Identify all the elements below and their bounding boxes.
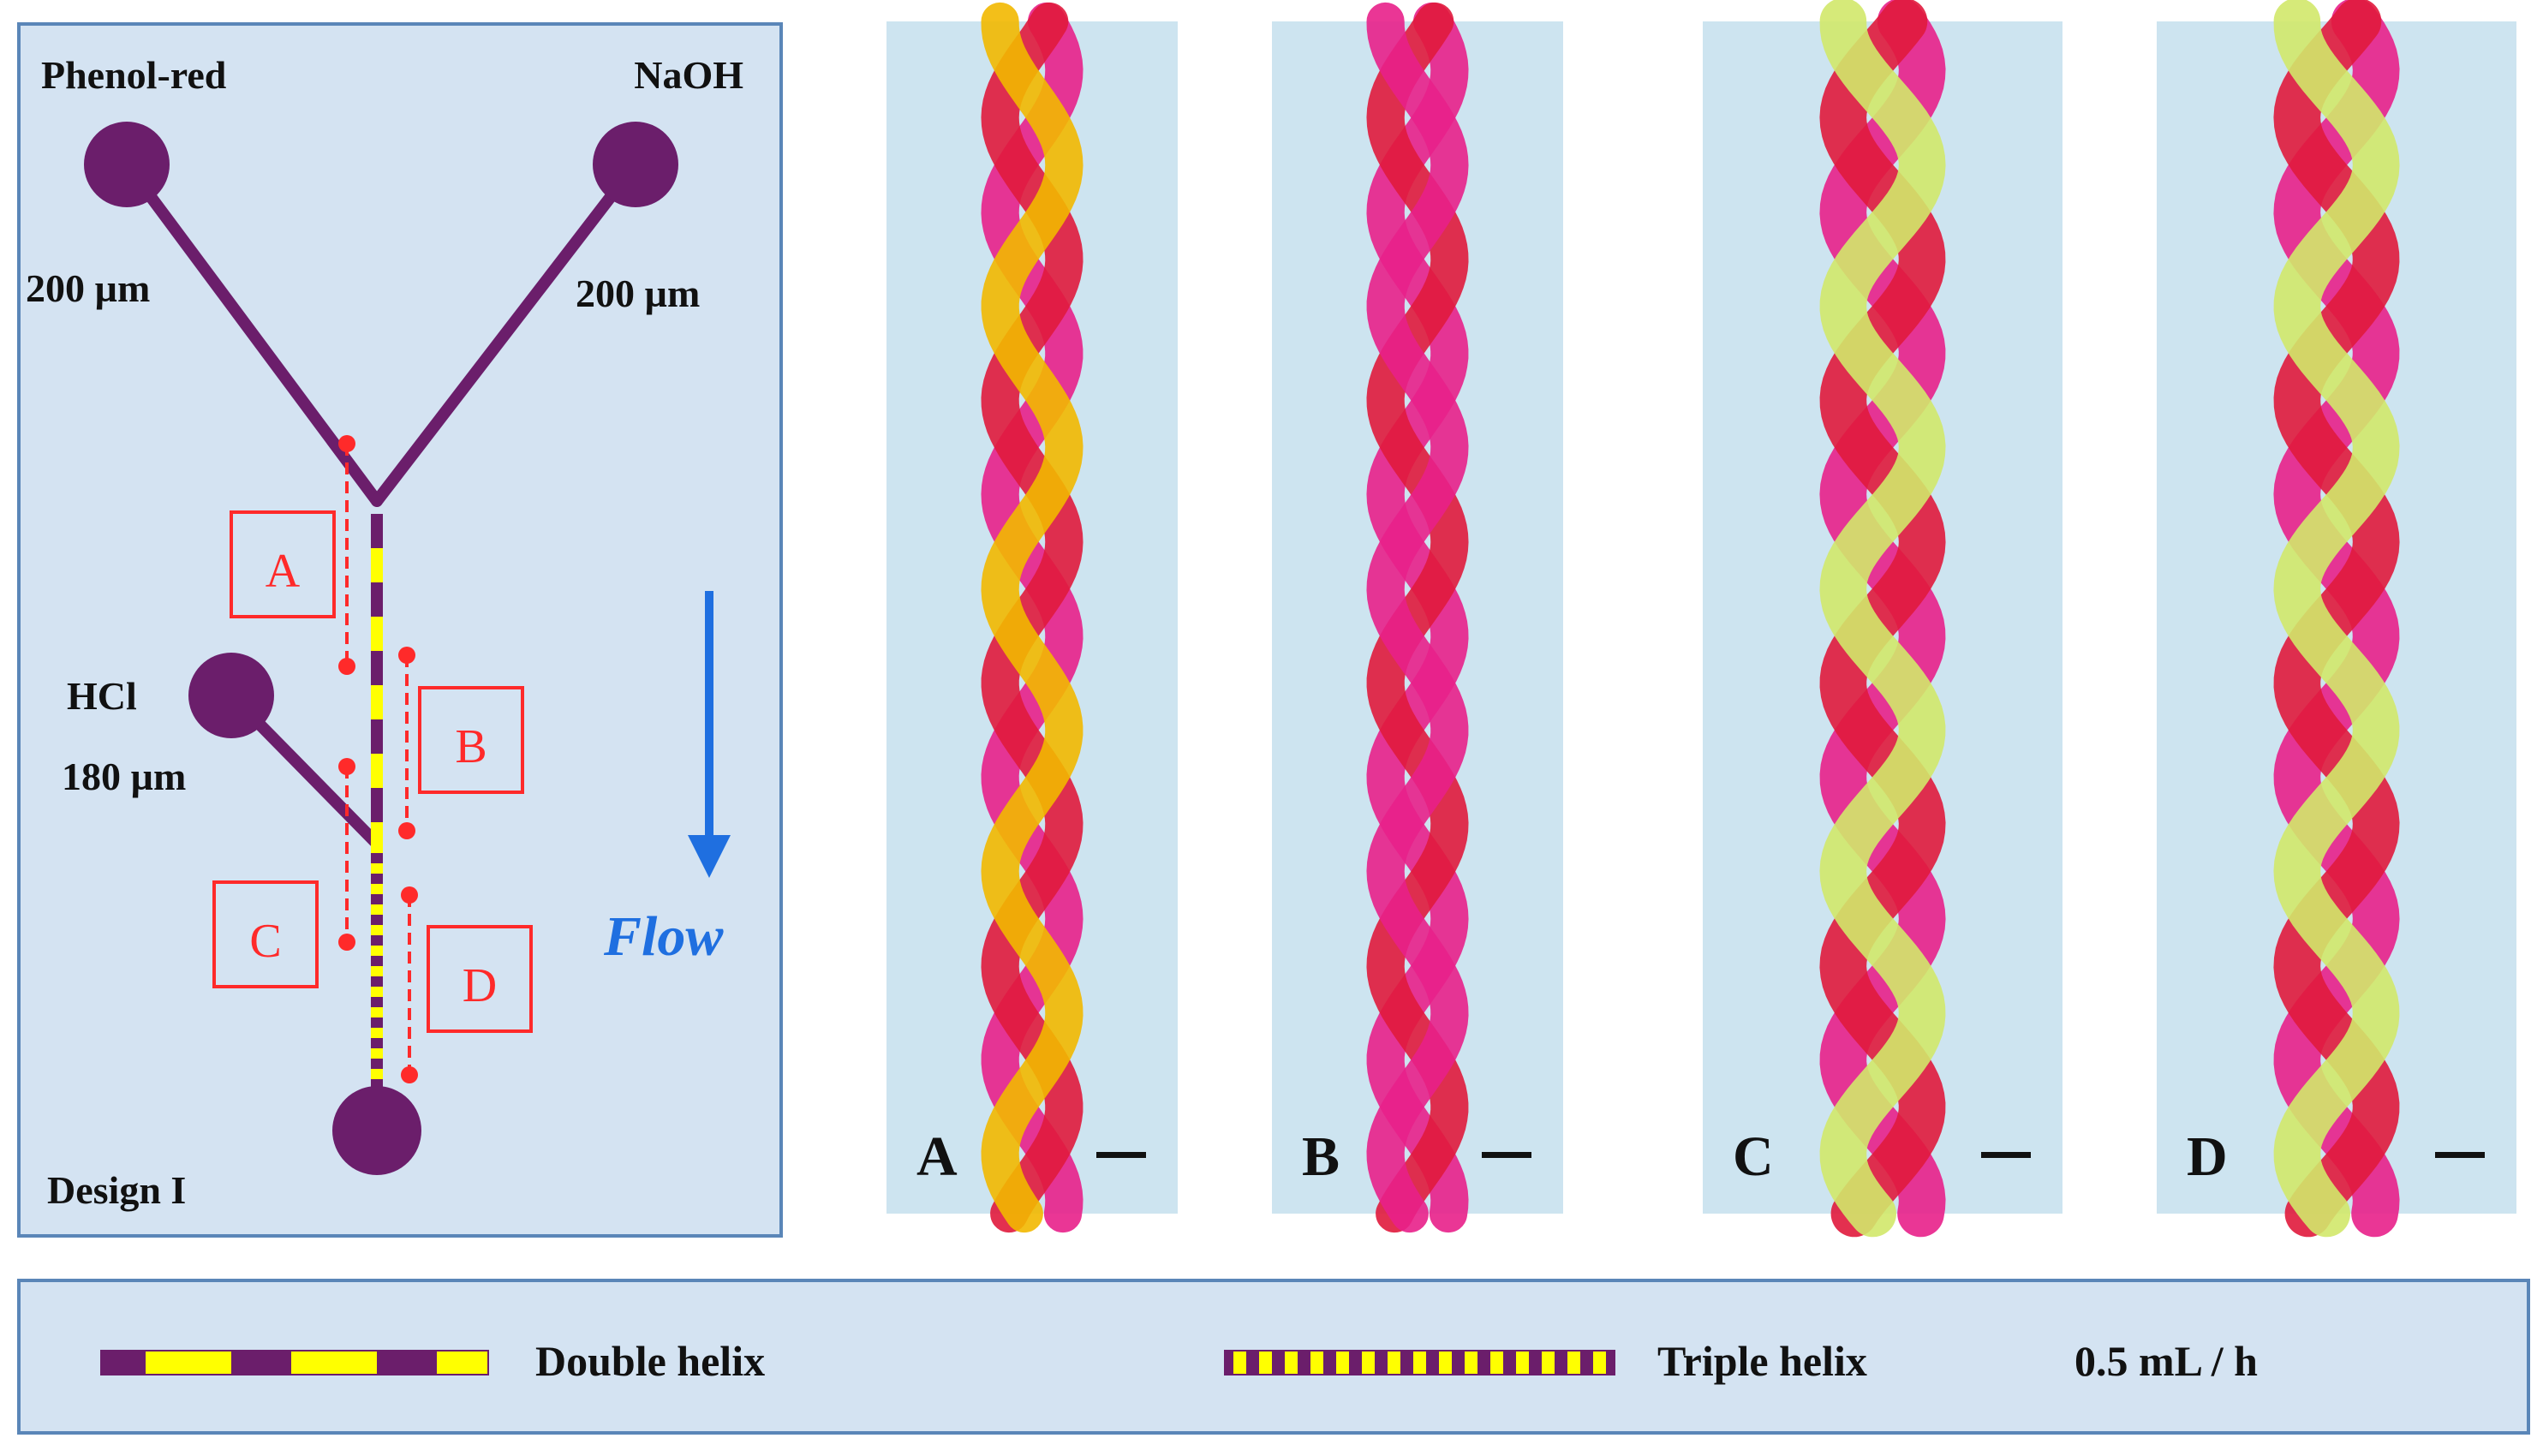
micrograph-label: C <box>1733 1125 1774 1188</box>
scale-bar <box>1096 1152 1146 1158</box>
double-helix-swatch <box>100 1350 489 1375</box>
inlet-label-naoh: NaOH <box>634 53 743 97</box>
channel-network <box>84 122 678 1175</box>
outlet <box>332 1086 421 1175</box>
marker-dot <box>338 435 355 452</box>
marker-dot <box>338 758 355 775</box>
channel-width-right: 200 µm <box>576 272 700 315</box>
marker-lines <box>345 444 411 1075</box>
marker-dot <box>401 1066 418 1083</box>
naoh-channel <box>371 158 642 507</box>
flow-rate-label: 0.5 mL / h <box>2074 1337 2258 1385</box>
marker-boxes: A B C D <box>212 510 533 1033</box>
micrograph-b: B <box>1272 2 1563 1233</box>
marker-label-b: B <box>455 720 487 773</box>
scale-bar <box>1482 1152 1531 1158</box>
micrograph-a: A <box>886 2 1178 1233</box>
helix-strand <box>981 2 1083 1233</box>
inlet-label-phenol-red: Phenol-red <box>41 53 227 97</box>
phenol-red-inlet <box>84 122 170 207</box>
hcl-inlet <box>188 653 274 738</box>
marker-dot <box>398 822 415 839</box>
legend-double-label: Double helix <box>535 1337 765 1385</box>
schematic-frame <box>17 22 783 1238</box>
micrograph-label: A <box>916 1125 958 1188</box>
schematic-panel: Phenol-red NaOH 200 µm 200 µm HCl 180 µm… <box>17 22 783 1238</box>
triple-helix-swatch <box>1224 1350 1615 1375</box>
phenol-red-channel <box>121 158 383 507</box>
helix-strand <box>1366 2 1469 1233</box>
marker-box-b <box>418 686 524 794</box>
scale-bar <box>1981 1152 2031 1158</box>
marker-label-a: A <box>266 545 301 598</box>
triple-helix-segment <box>371 844 383 1101</box>
marker-label-d: D <box>463 959 497 1012</box>
marker-label-c: C <box>249 915 281 968</box>
marker-box-c <box>212 880 319 988</box>
flow-label: Flow <box>603 905 724 968</box>
double-helix-segment <box>371 514 383 844</box>
naoh-inlet <box>593 122 678 207</box>
micrograph-c: C <box>1703 0 2062 1238</box>
helix-strand <box>1819 0 1946 1238</box>
legend-panel: Double helix Triple helix 0.5 mL / h <box>17 1279 2530 1435</box>
inlet-label-hcl: HCl <box>67 674 137 718</box>
marker-dot <box>398 647 415 664</box>
marker-box-d <box>427 925 533 1033</box>
channel-width-hcl: 180 µm <box>62 755 186 798</box>
micrograph-panels: A B C D <box>886 0 2516 1238</box>
marker-dot <box>338 658 355 675</box>
micrograph-d: D <box>2157 0 2516 1238</box>
marker-dot <box>401 886 418 904</box>
micrograph-label: B <box>1302 1125 1340 1188</box>
channel-width-left: 200 µm <box>26 266 150 310</box>
micrograph-label: D <box>2187 1125 2228 1188</box>
marker-dot <box>338 934 355 951</box>
marker-dots <box>338 435 418 1083</box>
legend-triple-label: Triple helix <box>1657 1337 1867 1385</box>
design-label: Design I <box>47 1168 186 1212</box>
marker-box-a <box>230 510 336 618</box>
helix-strand <box>2273 0 2400 1238</box>
scale-bar <box>2435 1152 2485 1158</box>
